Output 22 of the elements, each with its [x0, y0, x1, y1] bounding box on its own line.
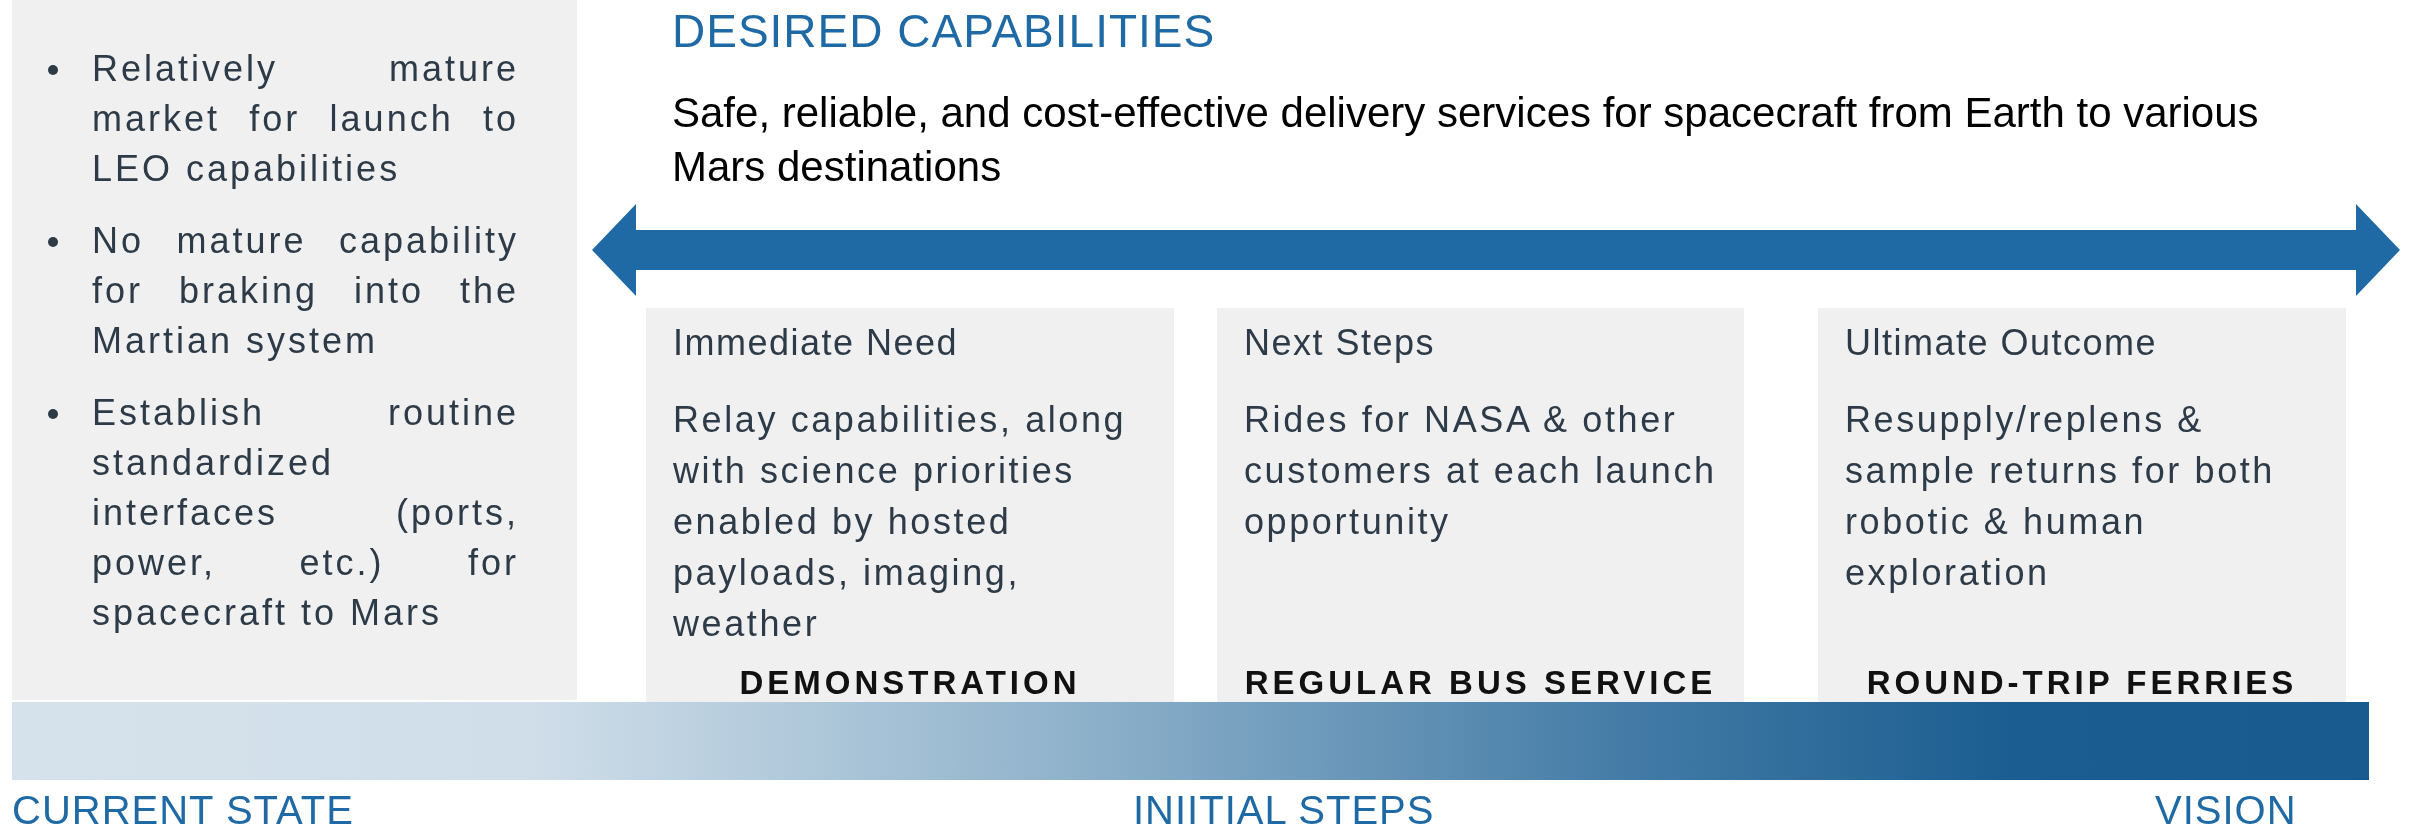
initial-steps-label: INIITIAL STEPS: [1133, 788, 1435, 833]
bullet-text: Relatively mature market for launch to LEO capabilities: [92, 47, 519, 191]
current-state-label: CURRENT STATE: [12, 788, 354, 833]
card-body: Rides for NASA & other customers at each launch opportunity: [1244, 398, 1718, 544]
card-heading: Immediate Need: [673, 322, 959, 364]
card-body: Relay capabilities, along with science priorities enabled by hosted payloads, imaging, weather: [673, 398, 1128, 646]
section-title: DESIRED CAPABILITIES: [672, 4, 1216, 58]
card-heading: Next Steps: [1244, 322, 1436, 364]
stage-label: ROUND-TRIP FERRIES: [1865, 664, 2299, 702]
bullet-text: No mature capability for braking into the Martian system: [92, 219, 519, 363]
card-heading: Ultimate Outcome: [1845, 322, 2158, 364]
stage-card: [1818, 308, 2346, 702]
card-body: Resupply/replens & sample returns for both robotic & human exploration: [1845, 398, 2276, 595]
current-state-panel: [12, 0, 577, 700]
vision-label: VISION: [2155, 788, 2297, 833]
stage-card: [646, 308, 1174, 702]
stage-label: REGULAR BUS SERVICE: [1243, 664, 1718, 702]
stage-card: [1217, 308, 1744, 702]
gradient-band: [12, 702, 2369, 780]
capabilities-statement: Safe, reliable, and cost-effective delivery services for spacecraft from Earth to various Mars destinations: [672, 88, 2260, 192]
stage-label: DEMONSTRATION: [738, 664, 1082, 702]
bullet-text: Establish routine standardized interfaces (ports, power, etc.) for spacecraft to Mars: [92, 391, 519, 635]
